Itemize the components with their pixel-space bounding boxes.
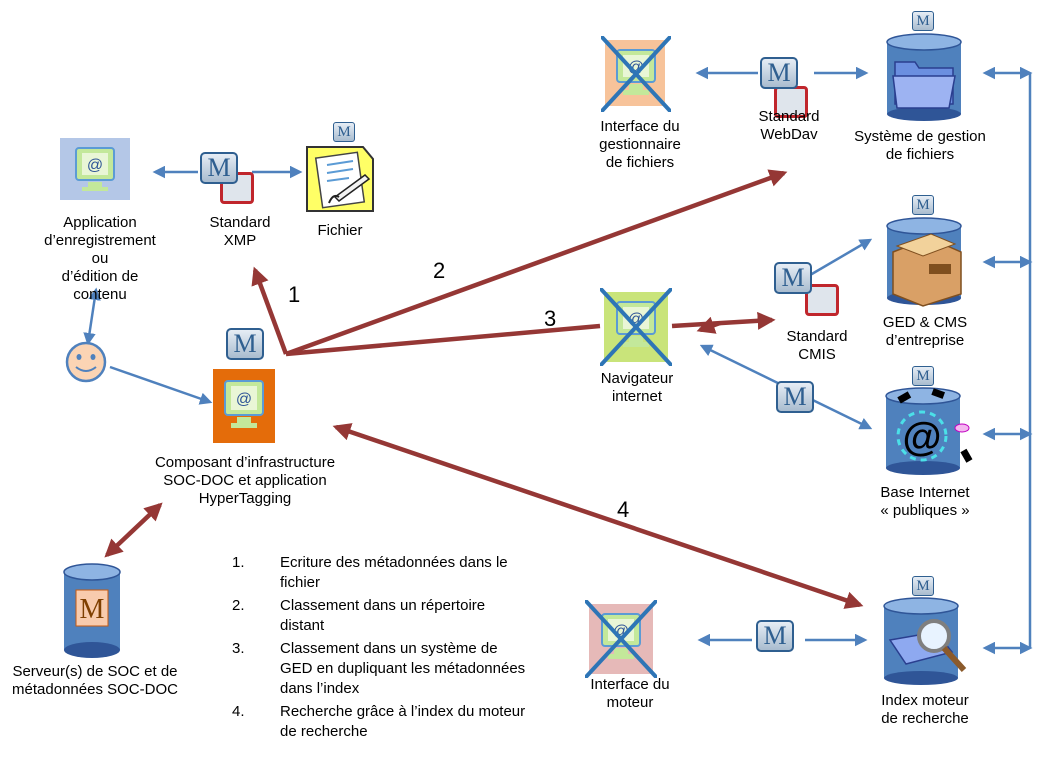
arrow-number-2: 2 (433, 258, 446, 283)
arrow-smiley-composant (109, 365, 213, 405)
arrow-number-1: 1 (288, 282, 301, 307)
svg-text:M: M (80, 594, 105, 625)
composant-screen-icon: @ (213, 369, 275, 443)
arrow-1 (251, 266, 289, 355)
webdav-shadow-box (774, 86, 808, 118)
label-systeme-gestion: Système de gestion de fichiers (854, 128, 986, 163)
arrow-4 (332, 423, 864, 609)
composant-m-icon: M (226, 328, 264, 360)
label-serveur: Serveur(s) de SOC et de métadonnées SOC-… (12, 663, 178, 698)
svg-text:@: @ (236, 391, 252, 408)
fichier-m-icon: M (333, 122, 355, 142)
cmis-m-icon: M (774, 262, 812, 294)
svg-text:@: @ (902, 415, 941, 459)
webdav-m-icon: M (760, 57, 798, 89)
user-smiley-icon (65, 341, 107, 383)
arrow-3a (285, 323, 601, 357)
index-m-icon: M (912, 576, 934, 596)
moteur-m-icon: M (756, 620, 794, 652)
xmp-m-icon: M (200, 152, 238, 184)
steps-list: 1.Ecriture des métadonnées dans le fichi… (232, 553, 532, 745)
step-item: 1.Ecriture des métadonnées dans le fichi… (232, 554, 508, 591)
label-application: Application d’enregistrement ou d’éditio… (44, 214, 156, 303)
arrow-cmis-ged (804, 238, 873, 280)
label-interface-moteur: Interface du moteur (590, 676, 670, 711)
interface-gestionnaire-crossed-icon: @ (601, 36, 671, 112)
sgf-m-icon: M (912, 11, 934, 31)
label-standard-xmp: Standard XMP (209, 214, 271, 249)
label-interface-gestionnaire: Interface du gestionnaire de fichiers (599, 118, 681, 171)
arrow-2 (285, 169, 788, 357)
label-standard-webdav: Standard WebDav (758, 108, 820, 143)
interface-moteur-crossed-icon: @ (585, 600, 657, 678)
base-m-icon: M (912, 366, 934, 386)
label-fichier: Fichier (317, 222, 363, 239)
search-database-icon (883, 597, 967, 685)
app-screen-icon: @ (60, 138, 130, 200)
label-standard-cmis: Standard CMIS (786, 328, 848, 363)
cabinet-database-icon (886, 217, 962, 307)
label-navigateur: Navigateur internet (600, 370, 674, 405)
arrow-number-3: 3 (544, 306, 557, 331)
svg-text:@: @ (87, 157, 103, 174)
arrow-serveur (104, 502, 163, 558)
internet-database-icon: @ (885, 387, 973, 475)
base-link-m-icon: M (776, 381, 814, 413)
label-ged-cms: GED & CMS d’entreprise (882, 314, 968, 349)
arrow-number-4: 4 (617, 497, 630, 522)
arrow-3b (671, 311, 776, 330)
serveur-database-icon: M (63, 563, 121, 658)
navigateur-crossed-icon: @ (600, 288, 672, 366)
ged-m-icon: M (912, 195, 934, 215)
file-document-icon (306, 146, 374, 212)
step-item: 2.Classement dans un répertoire distant (232, 597, 486, 634)
step-item: 3.Classement dans un système de GED en d… (232, 640, 526, 697)
label-composant: Composant d’infrastructure SOC-DOC et ap… (154, 454, 336, 507)
label-index-moteur: Index moteur de recherche (881, 692, 969, 727)
arrow-3c (696, 316, 721, 334)
label-base-internet: Base Internet « publiques » (880, 484, 970, 519)
step-item: 4.Recherche grâce à l’index du moteur de… (232, 703, 526, 740)
arrow-app-smiley (83, 287, 101, 346)
folder-database-icon (886, 33, 962, 121)
